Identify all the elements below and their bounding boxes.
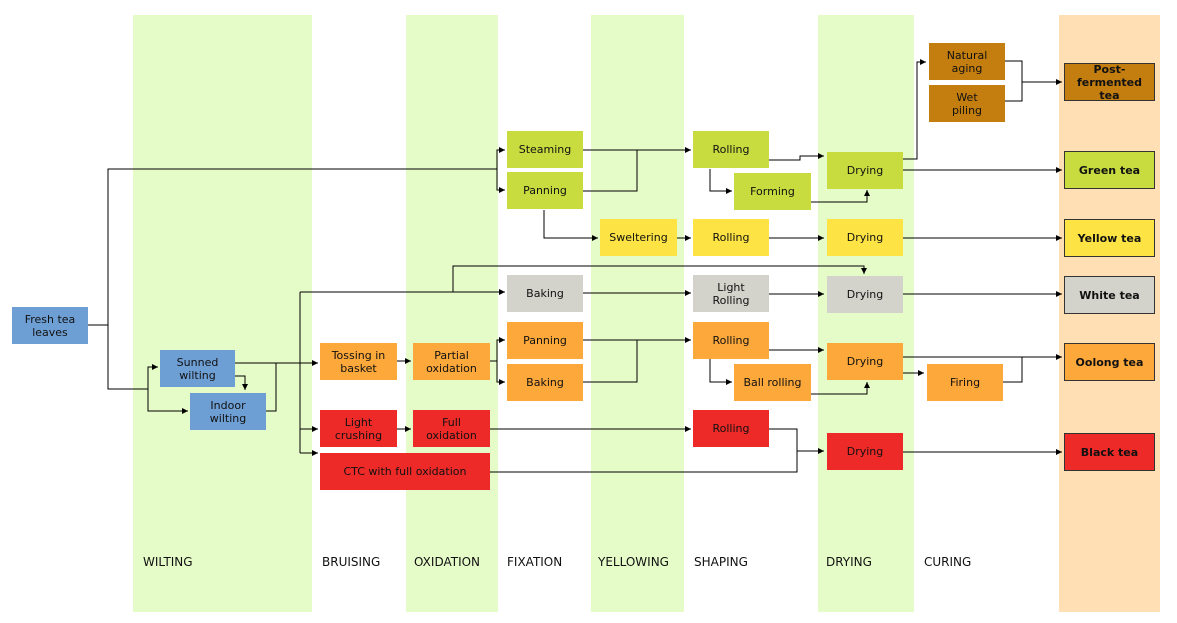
drying-yellow-node: Drying xyxy=(827,219,903,256)
drying-black-node: Drying xyxy=(827,433,903,470)
stage-label-curing: CURING xyxy=(924,555,972,569)
stage-label-fixation: FIXATION xyxy=(507,555,563,569)
fresh-tea-leaves-node: Fresh tea leaves xyxy=(12,307,88,344)
drying-band xyxy=(818,15,914,612)
oxidation-band xyxy=(406,15,498,612)
green-tea-node: Green tea xyxy=(1064,151,1155,189)
stage-label-drying: DRYING xyxy=(826,555,872,569)
edge-fresh-to-fixation xyxy=(88,168,497,326)
panning-oolong-node: Panning xyxy=(507,322,583,359)
yellow-tea-node: Yellow tea xyxy=(1064,219,1155,257)
forming-node: Forming xyxy=(734,173,811,210)
oolong-tea-node: Oolong tea xyxy=(1064,343,1155,381)
drying-green-node: Drying xyxy=(827,152,903,189)
edge-ball-to-drying xyxy=(811,382,870,395)
rolling-yellow-node: Rolling xyxy=(693,219,769,256)
natural-aging-node: Natural aging xyxy=(929,43,1005,80)
firing-node: Firing xyxy=(927,364,1003,401)
edge-to-steaming xyxy=(496,147,505,169)
edge-ctc-to-drying xyxy=(490,451,798,473)
edge-to-panning-green xyxy=(496,169,505,193)
edge-panning-to-sweltering xyxy=(543,210,598,241)
rolling-oolong-node: Rolling xyxy=(693,322,769,359)
rolling-black-node: Rolling xyxy=(693,410,769,447)
edge-rolling-to-forming xyxy=(709,169,732,194)
edge-sunned-to-indoor xyxy=(235,375,248,390)
edge-forming-to-drying xyxy=(811,190,870,203)
edge-to-white-drying-bypass xyxy=(452,265,867,292)
light-rolling-node: Light Rolling xyxy=(693,275,769,312)
edge-indoor-out xyxy=(266,363,277,412)
tossing-in-basket-node: Tossing in basket xyxy=(320,343,397,380)
wet-piling-node: Wet piling xyxy=(929,85,1005,122)
edge-rolling-to-drying-green xyxy=(769,153,824,161)
edge-baking-merge xyxy=(583,340,638,383)
light-crushing-node: Light crushing xyxy=(320,410,397,447)
baking-oolong-node: Baking xyxy=(507,364,583,401)
edge-to-aging xyxy=(903,59,926,160)
stage-label-wilting: WILTING xyxy=(143,555,193,569)
stage-label-oxidation: OXIDATION xyxy=(414,555,481,569)
full-oxidation-node: Full oxidation xyxy=(413,410,490,447)
steaming-node: Steaming xyxy=(507,131,583,168)
ball-rolling-node: Ball rolling xyxy=(734,364,811,401)
edge-rolling-to-ball xyxy=(709,358,732,385)
edge-firing-to-tea xyxy=(1003,357,1023,383)
stage-label-bruising: BRUISING xyxy=(322,555,381,569)
drying-white-node: Drying xyxy=(827,276,903,313)
edge-fresh-to-sunned xyxy=(107,325,158,390)
rolling-green-node: Rolling xyxy=(693,131,769,168)
indoor-wilting-node: Indoor wilting xyxy=(190,393,266,430)
edge-to-baking-oolong xyxy=(496,361,505,385)
white-tea-node: White tea xyxy=(1064,276,1155,314)
ctc-node: CTC with full oxidation xyxy=(320,453,490,490)
edge-to-panning-oolong xyxy=(496,337,505,361)
yellowing-band xyxy=(591,15,684,612)
edge-aging-out xyxy=(1005,60,1023,102)
drying-oolong-node: Drying xyxy=(827,343,903,380)
panning-green-node: Panning xyxy=(507,172,583,209)
baking-white-node: Baking xyxy=(507,275,583,312)
post-fermented-tea-node: Post- fermented tea xyxy=(1064,63,1155,102)
partial-oxidation-node: Partial oxidation xyxy=(413,343,490,380)
black-tea-node: Black tea xyxy=(1064,433,1155,471)
edge-panning-green-merge xyxy=(583,150,638,192)
stage-label-shaping: SHAPING xyxy=(694,555,748,569)
sweltering-node: Sweltering xyxy=(600,219,677,256)
edge-fresh-to-indoor xyxy=(147,389,188,414)
stage-label-yellowing: YELLOWING xyxy=(598,555,669,569)
wilting-band xyxy=(133,15,312,612)
sunned-wilting-node: Sunned wilting xyxy=(160,350,235,387)
edge-rolling-to-drying-black xyxy=(769,428,824,454)
